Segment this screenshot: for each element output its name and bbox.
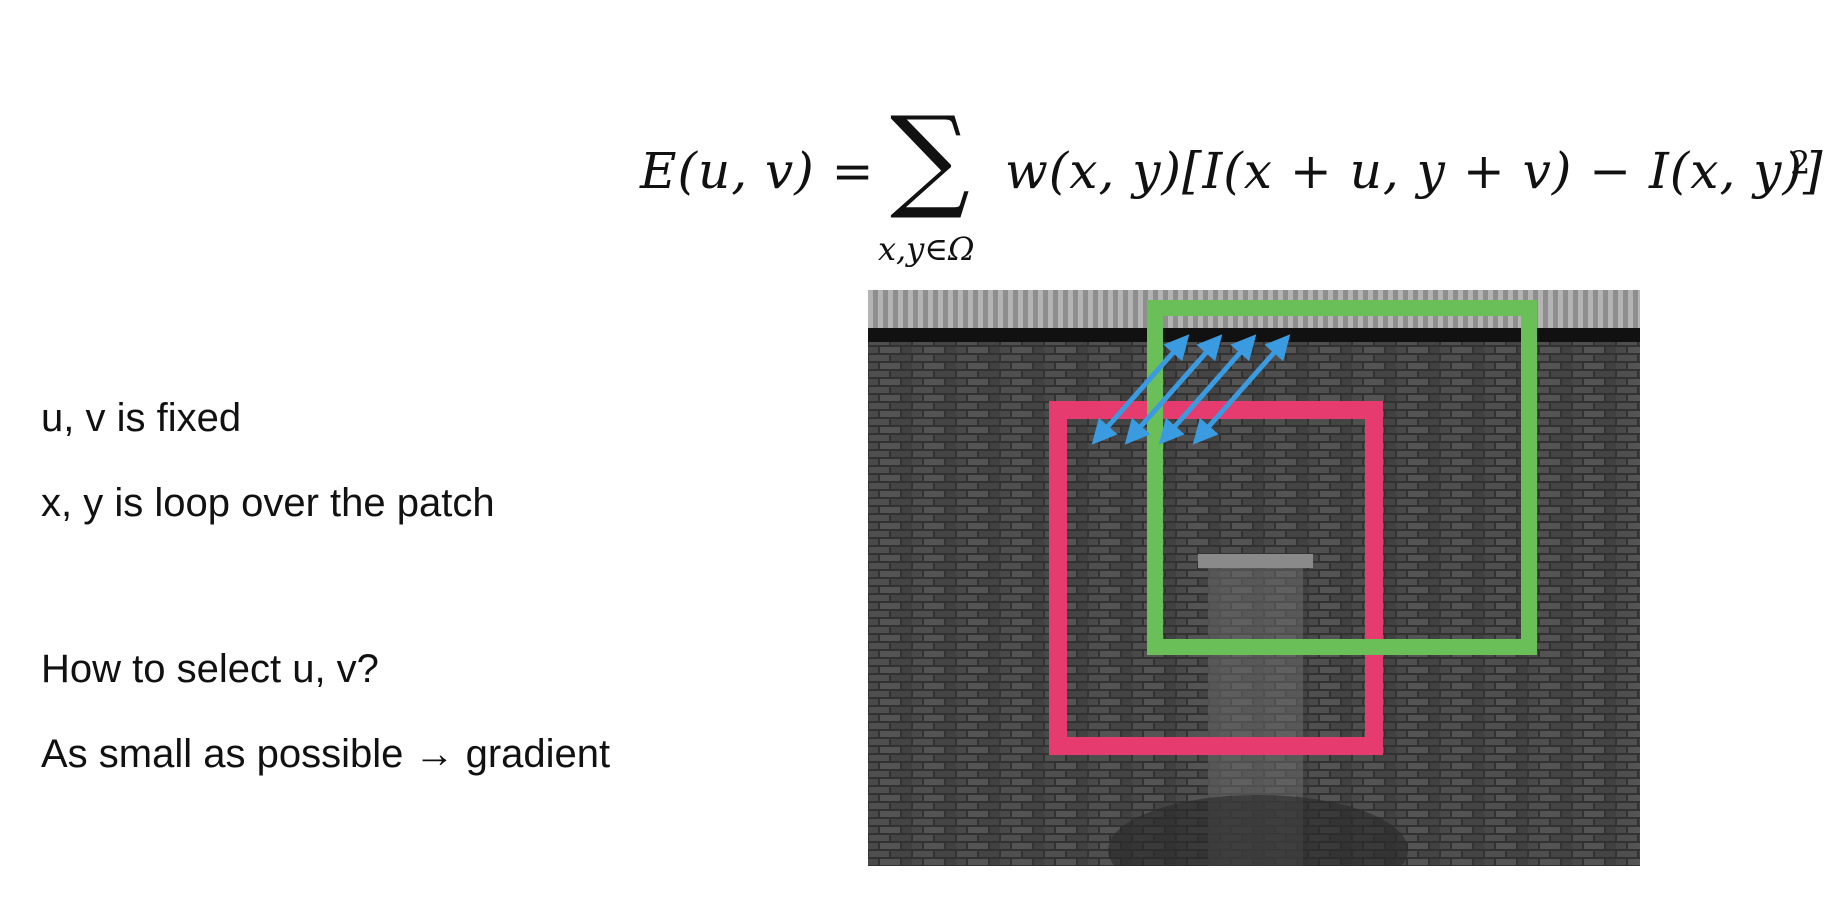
formula-rhs: w(x, y)[I(x + u, y + v) − I(x, y)] (1005, 142, 1824, 200)
note-select-uv: How to select u, v? (41, 647, 379, 691)
formula-exponent: 2 (1790, 144, 1811, 182)
window-lintel (1198, 554, 1313, 568)
energy-formula: E(u, v) = ∑ x,y∈Ω w(x, y)[I(x + u, y + v… (640, 102, 1823, 278)
sum-symbol: ∑ (890, 93, 970, 223)
shift-arrow (1192, 334, 1291, 445)
shifted-window-box (1147, 300, 1537, 655)
sum-subscript: x,y∈Ω (878, 230, 975, 268)
note-gradient: As small as possible → gradient (41, 732, 611, 776)
shrub (1108, 795, 1408, 866)
brick-wall-image (868, 290, 1640, 866)
note-xy-loop: x, y is loop over the patch (41, 481, 495, 525)
note-uv-fixed: u, v is fixed (41, 396, 242, 440)
formula-lhs: E(u, v) = (640, 142, 875, 200)
shift-arrows (1091, 334, 1291, 445)
